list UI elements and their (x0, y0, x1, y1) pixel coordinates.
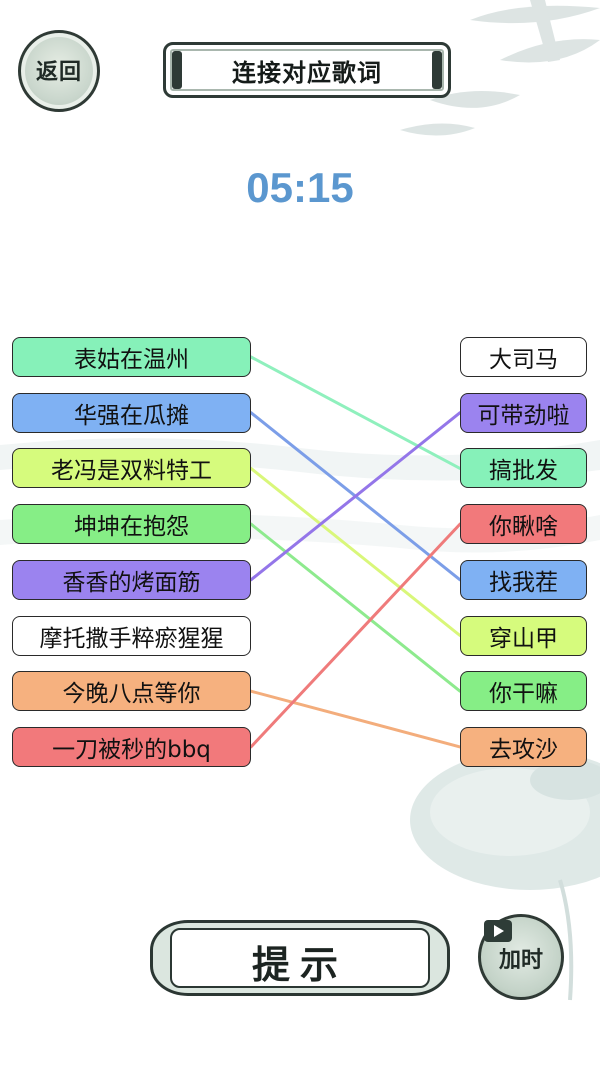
right-word-6[interactable]: 你干嘛 (460, 671, 587, 712)
right-word-0[interactable]: 大司马 (460, 337, 587, 377)
left-word-6[interactable]: 今晚八点等你 (12, 671, 251, 712)
page-title: 连接对应歌词 (232, 58, 382, 87)
add-time-button[interactable]: 加时 (478, 914, 564, 1000)
add-time-label: 加时 (498, 947, 543, 973)
right-word-5[interactable]: 穿山甲 (460, 615, 587, 656)
back-button[interactable]: 返回 (14, 28, 110, 112)
right-word-1[interactable]: 可带劲啦 (460, 392, 587, 433)
left-word-4[interactable]: 香香的烤面筋 (12, 559, 251, 600)
plaque-right-cap (432, 51, 442, 89)
left-word-0[interactable]: 表姑在温州 (12, 337, 251, 377)
connection-line-0 (249, 355, 462, 470)
hint-button[interactable]: 提示 (150, 920, 450, 996)
left-word-5[interactable]: 摩托撒手粹瘀猩猩 (12, 615, 251, 656)
hint-button-label: 提示 (251, 942, 348, 987)
back-button-label: 返回 (35, 59, 82, 85)
right-word-3[interactable]: 你瞅啥 (460, 504, 587, 545)
connection-line-4 (249, 411, 462, 582)
back-button-disc (18, 30, 100, 112)
hint-button-inner (170, 928, 430, 988)
right-word-7[interactable]: 去攻沙 (460, 726, 587, 767)
connection-line-6 (249, 522, 462, 749)
left-word-1[interactable]: 华强在瓜摊 (12, 392, 251, 433)
left-word-7[interactable]: 一刀被秒的bbq (12, 726, 251, 767)
connection-line-5 (249, 689, 462, 749)
plaque-left-cap (172, 51, 182, 89)
right-word-2[interactable]: 搞批发 (460, 448, 587, 489)
connection-line-3 (249, 522, 462, 693)
left-word-3[interactable]: 坤坤在抱怨 (12, 504, 251, 545)
right-word-4[interactable]: 找我茬 (460, 559, 587, 600)
connection-line-2 (249, 466, 462, 637)
title-plaque: 连接对应歌词 (163, 42, 451, 98)
left-word-2[interactable]: 老冯是双料特工 (12, 448, 251, 489)
video-icon (484, 920, 512, 942)
countdown-timer: 05:15 (246, 164, 354, 211)
connection-line-1 (249, 411, 462, 582)
